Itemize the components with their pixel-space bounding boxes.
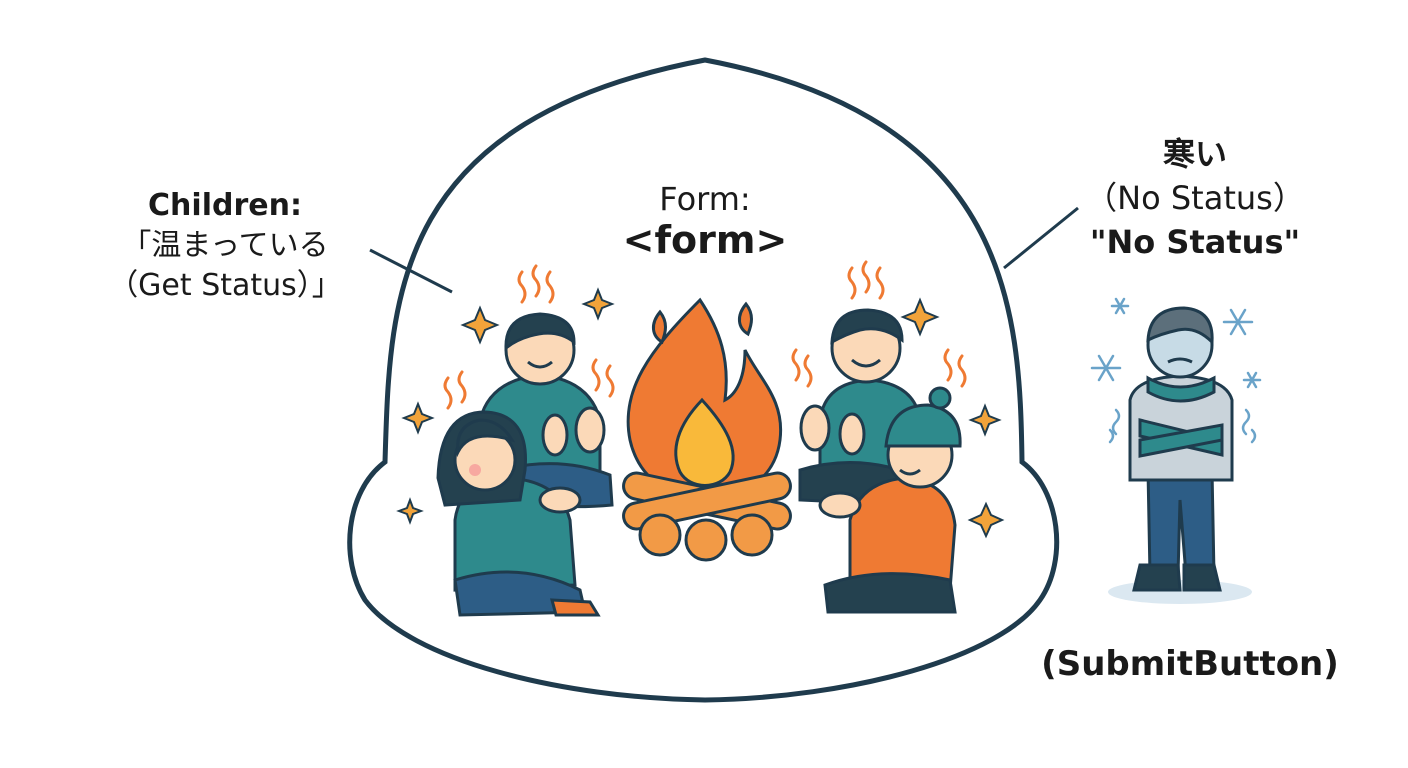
child-warm-front-left <box>436 410 601 617</box>
children-title: Children: <box>148 188 302 223</box>
children-label: Children: 「温まっている （Get Status）」 <box>100 186 350 306</box>
cold-title: 寒い <box>1162 135 1227 173</box>
snowflake-icon <box>1090 297 1262 389</box>
cold-person <box>1108 306 1252 604</box>
form-title: Form: <box>659 180 751 218</box>
cold-paren-status: （No Status） <box>1085 179 1305 217</box>
children-status-line2: （Get Status）」 <box>108 268 342 303</box>
children-leader-line <box>369 248 453 294</box>
cold-label: 寒い （No Status） "No Status" <box>1060 132 1330 264</box>
campfire-icon <box>622 297 792 562</box>
heat-wave-icon <box>443 260 967 410</box>
child-warm-back-right <box>798 308 922 507</box>
form-tag: <form> <box>622 218 788 262</box>
child-warm-front-right <box>818 386 962 614</box>
submit-button-label: (SubmitButton) <box>1041 644 1339 684</box>
form-label: Form: <form> <box>600 180 810 262</box>
child-warm-back-left <box>478 312 614 509</box>
cold-quote-status: "No Status" <box>1089 223 1301 261</box>
shiver-marks <box>1108 408 1257 444</box>
children-status-line1: 「温まっている <box>121 228 329 263</box>
sparkle-icon <box>396 287 1005 539</box>
cold-leader-line <box>1003 206 1079 270</box>
